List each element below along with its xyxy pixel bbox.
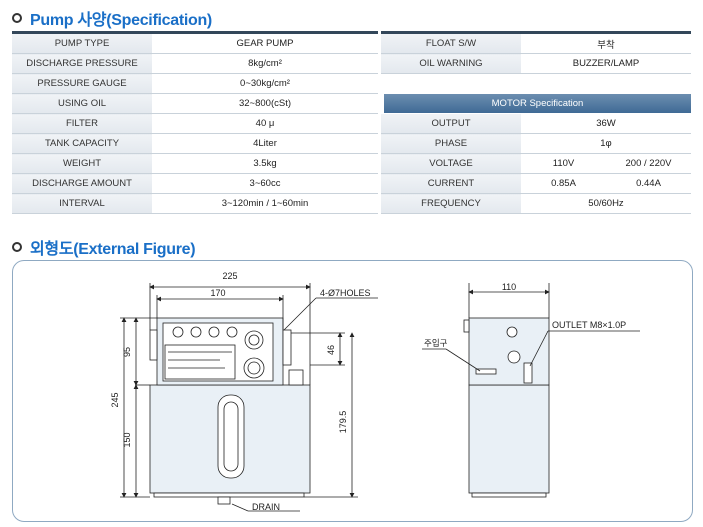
drain-plug	[217, 496, 231, 505]
oil-warning-label: OIL WARNING	[381, 53, 521, 74]
voltage-value-1: 110V	[521, 153, 606, 174]
motor-spec-table: OUTPUT 36W PHASE 1φ VOLTAGE 110V 200 / 2…	[381, 114, 691, 214]
spec-value: 3.5kg	[152, 153, 378, 174]
bullet-circle-icon	[12, 242, 22, 252]
left-table-top-border	[12, 31, 378, 34]
holes-label: 4-Ø7HOLES	[320, 288, 371, 298]
control-knob	[208, 326, 220, 338]
oil-warning-value: BUZZER/LAMP	[521, 53, 691, 74]
control-knob	[172, 326, 184, 338]
drain-label: DRAIN	[252, 502, 280, 512]
figure-title-text: 외형도(External Figure)	[30, 241, 196, 258]
spec-value: 3~60cc	[152, 173, 378, 194]
spec-value: 0~30kg/cm²	[152, 73, 378, 94]
right-table-top-border	[381, 31, 691, 34]
spec-label: DISCHARGE PRESSURE	[12, 53, 152, 74]
table-row: FLOAT S/W 부착	[381, 34, 691, 54]
spec-section-title: Pump 사양(Specification)	[12, 6, 212, 30]
bullet-circle-icon	[12, 13, 22, 23]
voltage-label: VOLTAGE	[381, 153, 521, 174]
spec-label: USING OIL	[12, 93, 152, 114]
output-value: 36W	[521, 114, 691, 134]
dim-179-5: 179.5	[338, 411, 348, 434]
frequency-label: FREQUENCY	[381, 193, 521, 214]
dim-46: 46	[326, 345, 336, 355]
motor-spec-header: MOTOR Specification	[384, 94, 691, 113]
dim-170: 170	[210, 288, 225, 298]
frequency-value: 50/60Hz	[521, 193, 691, 214]
float-sw-value: 부착	[521, 34, 691, 54]
dim-150: 150	[122, 432, 132, 447]
spec-value: 32~800(cSt)	[152, 93, 378, 114]
right-spec-table: FLOAT S/W 부착 OIL WARNING BUZZER/LAMP	[381, 34, 691, 74]
table-row: PHASE 1φ	[381, 133, 691, 154]
outlet-label: OUTLET M8×1.0P	[552, 320, 626, 330]
control-knob	[226, 326, 238, 338]
table-row: OUTPUT 36W	[381, 114, 691, 134]
current-label: CURRENT	[381, 173, 521, 194]
current-value-2: 0.44A	[606, 173, 691, 194]
spec-label: DISCHARGE AMOUNT	[12, 173, 152, 194]
output-label: OUTPUT	[381, 114, 521, 134]
oil-sight-glass	[217, 394, 245, 479]
spec-value: 8kg/cm²	[152, 53, 378, 74]
table-row: FREQUENCY 50/60Hz	[381, 193, 691, 214]
filler-cap	[288, 369, 304, 386]
motor-cap	[243, 357, 265, 379]
spec-value: 4Liter	[152, 133, 378, 154]
tank-base	[153, 492, 305, 498]
spec-label: PUMP TYPE	[12, 34, 152, 54]
spec-label: TANK CAPACITY	[12, 133, 152, 154]
spec-label: INTERVAL	[12, 193, 152, 214]
figure-section-title: 외형도(External Figure)	[12, 235, 196, 259]
inlet-label: 주입구	[424, 338, 448, 348]
phase-label: PHASE	[381, 133, 521, 154]
pressure-gauge	[244, 330, 264, 350]
dim-225: 225	[222, 271, 237, 281]
voltage-value-2: 200 / 220V	[606, 153, 691, 174]
spec-value: 3~120min / 1~60min	[152, 193, 378, 214]
spec-label: PRESSURE GAUGE	[12, 73, 152, 94]
dim-245: 245	[110, 392, 120, 407]
current-value-1: 0.85A	[521, 173, 606, 194]
dim-110: 110	[502, 282, 516, 292]
spec-value: 40 μ	[152, 113, 378, 134]
dim-95: 95	[122, 347, 132, 357]
spec-title-text: Pump 사양(Specification)	[30, 12, 212, 29]
spec-value: GEAR PUMP	[152, 34, 378, 54]
phase-value: 1φ	[521, 133, 691, 154]
spec-label: WEIGHT	[12, 153, 152, 174]
side-tank	[468, 384, 550, 494]
table-row: OIL WARNING BUZZER/LAMP	[381, 53, 691, 74]
spec-label: FILTER	[12, 113, 152, 134]
control-knob	[190, 326, 202, 338]
table-row: CURRENT 0.85A 0.44A	[381, 173, 691, 194]
table-row: VOLTAGE 110V 200 / 220V	[381, 153, 691, 174]
float-sw-label: FLOAT S/W	[381, 34, 521, 54]
